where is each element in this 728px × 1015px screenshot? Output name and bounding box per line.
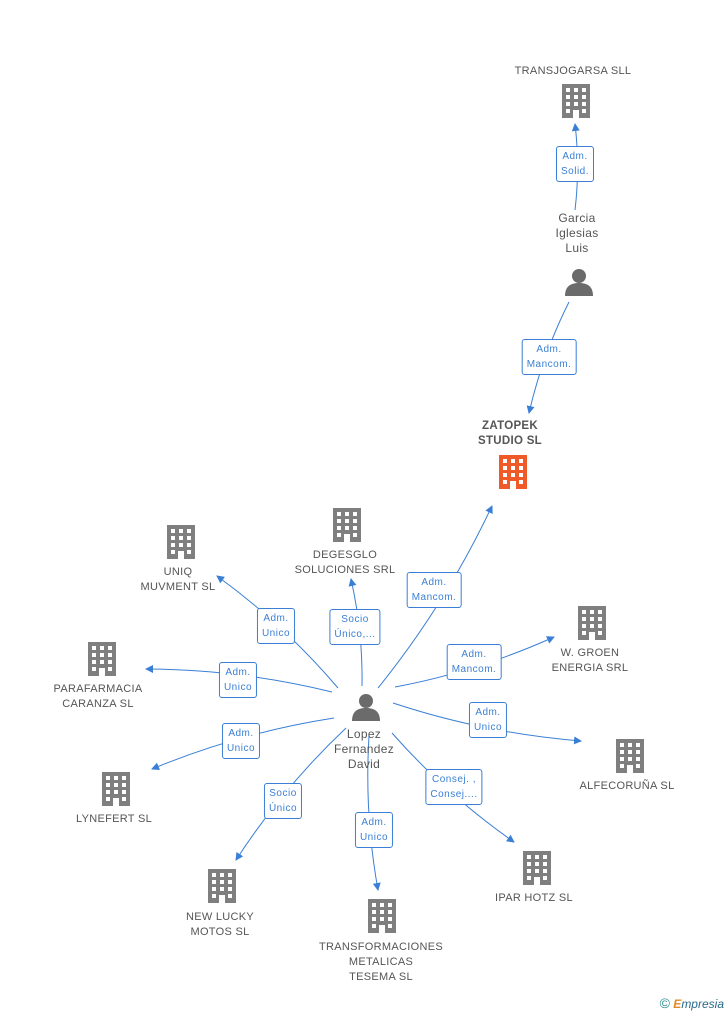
edge-label-lopez-alfecoruna[interactable]: Adm. Unico: [468, 702, 508, 738]
building-icon-focus[interactable]: [499, 455, 527, 489]
edge-label-line: Adm.: [475, 707, 501, 718]
node-label-line: Fernandez: [333, 742, 395, 756]
company-label-parafarmacia[interactable]: PARAFARMACIA CARANZA SL: [54, 682, 143, 712]
edge-label-lopez-parafarmacia[interactable]: Adm. Unico: [218, 662, 258, 698]
edge-label-line: Único: [268, 803, 298, 814]
edge-label-line: Consej. ,: [432, 774, 476, 785]
node-label-line: David: [347, 757, 381, 771]
focus-company-label[interactable]: ZATOPEK STUDIO SL: [478, 419, 542, 449]
building-icon-uniq[interactable]: [167, 525, 195, 559]
node-label-line: W. GROEN: [560, 647, 620, 659]
edge-label-line: Mancom.: [411, 592, 457, 603]
building-icon-transformaciones[interactable]: [368, 899, 396, 933]
edge-label-garcia-zatopek[interactable]: Adm. Mancom.: [521, 339, 577, 375]
edge-label-line: Mancom.: [451, 664, 497, 675]
brand-name: mpresia: [681, 997, 724, 1011]
node-label-line: METALICAS: [348, 956, 414, 968]
node-label-line: MUVMENT SL: [140, 581, 216, 593]
node-label-line: NEW LUCKY: [185, 911, 255, 923]
person-icon-center[interactable]: [352, 694, 380, 721]
edge-label-line: Socio: [269, 788, 297, 799]
company-label-uniq[interactable]: UNIQ MUVMENT SL: [141, 565, 216, 595]
company-label-degesglo[interactable]: DEGESGLO SOLUCIONES SRL: [295, 548, 396, 578]
edge-label-line: Adm.: [228, 728, 254, 739]
node-label-line: TESEMA SL: [349, 971, 413, 983]
node-label-line: CARANZA SL: [62, 698, 134, 710]
edge-label-line: Adm.: [562, 151, 588, 162]
edge-label-line: Solid.: [560, 166, 590, 177]
edge-label-line: Unico: [473, 722, 503, 733]
building-icon-degesglo[interactable]: [333, 508, 361, 542]
edge-label-lopez-transformaciones[interactable]: Adm. Unico: [354, 812, 394, 848]
edge-label-garcia-transjogarsa[interactable]: Adm. Solid.: [555, 146, 595, 182]
node-label-line: Luis: [565, 241, 589, 255]
node-label-line: ALFECORUÑA SL: [579, 780, 675, 792]
edge-label-line: Unico: [359, 832, 389, 843]
node-label-line: STUDIO SL: [477, 435, 543, 447]
edge-label-lopez-iparhotz[interactable]: Consej. , Consej....: [425, 769, 483, 805]
edge-label-line: Mancom.: [526, 359, 572, 370]
building-icon-transjogarsa[interactable]: [562, 84, 590, 118]
edge-label-line: Adm.: [263, 613, 289, 624]
company-label-iparhotz[interactable]: IPAR HOTZ SL: [495, 891, 573, 906]
node-label-line: SOLUCIONES SRL: [294, 564, 396, 576]
edge-label-line: Consej....: [430, 789, 478, 800]
node-label-line: Garcia: [558, 211, 596, 225]
node-label-line: IPAR HOTZ SL: [495, 892, 573, 904]
company-label-transformaciones[interactable]: TRANSFORMACIONES METALICAS TESEMA SL: [319, 940, 443, 985]
node-label-line: MOTOS SL: [190, 926, 250, 938]
edge-label-lopez-uniq[interactable]: Adm. Unico: [256, 608, 296, 644]
brand-initial: E: [673, 997, 682, 1011]
node-label-line: Lopez: [346, 727, 382, 741]
edge-label-line: Unico: [261, 628, 291, 639]
node-label-line: LYNEFERT SL: [75, 813, 153, 825]
edge-label-line: Socio: [341, 614, 369, 625]
node-label-line: Iglesias: [555, 226, 599, 240]
node-label-line: DEGESGLO: [312, 549, 378, 561]
building-icon-newlucky[interactable]: [208, 869, 236, 903]
node-label-line: PARAFARMACIA: [53, 683, 143, 695]
node-label-line: TRANSFORMACIONES: [319, 941, 443, 953]
node-label-line: ZATOPEK: [482, 420, 538, 432]
edge-label-line: Unico: [226, 743, 256, 754]
brand-watermark: © Empresia: [660, 995, 724, 1011]
edge-label-line: Unico: [223, 682, 253, 693]
building-icon-iparhotz[interactable]: [523, 851, 551, 885]
company-label-lynefert[interactable]: LYNEFERT SL: [76, 812, 152, 827]
node-label-line: TRANSJOGARSA SLL: [514, 65, 632, 77]
edge-label-lopez-zatopek[interactable]: Adm. Mancom.: [406, 572, 462, 608]
edge-label-lopez-wgroen[interactable]: Adm. Mancom.: [446, 644, 502, 680]
node-label-line: ENERGIA SRL: [551, 662, 629, 674]
edge-label-line: Adm.: [225, 667, 251, 678]
edge-label-line: Adm.: [361, 817, 387, 828]
building-icon-parafarmacia[interactable]: [88, 642, 116, 676]
building-icon-alfecoruna[interactable]: [616, 739, 644, 773]
company-label-transjogarsa[interactable]: TRANSJOGARSA SLL: [515, 64, 632, 79]
edge-label-line: Adm.: [421, 577, 447, 588]
edge-label-lopez-lynefert[interactable]: Adm. Unico: [221, 723, 261, 759]
edges-layer: [145, 123, 582, 891]
node-label-line: UNIQ: [163, 566, 193, 578]
edge-label-line: Adm.: [536, 344, 562, 355]
company-label-wgroen[interactable]: W. GROEN ENERGIA SRL: [552, 646, 629, 676]
edge-label-line: Adm.: [461, 649, 487, 660]
copyright-symbol: ©: [659, 995, 670, 1011]
company-label-alfecoruna[interactable]: ALFECORUÑA SL: [580, 779, 675, 794]
company-label-newlucky[interactable]: NEW LUCKY MOTOS SL: [186, 910, 254, 940]
edge-label-line: Único,...: [334, 629, 376, 640]
building-icon-wgroen[interactable]: [578, 606, 606, 640]
building-icon-lynefert[interactable]: [102, 772, 130, 806]
person-icon-garcia[interactable]: [565, 269, 593, 296]
